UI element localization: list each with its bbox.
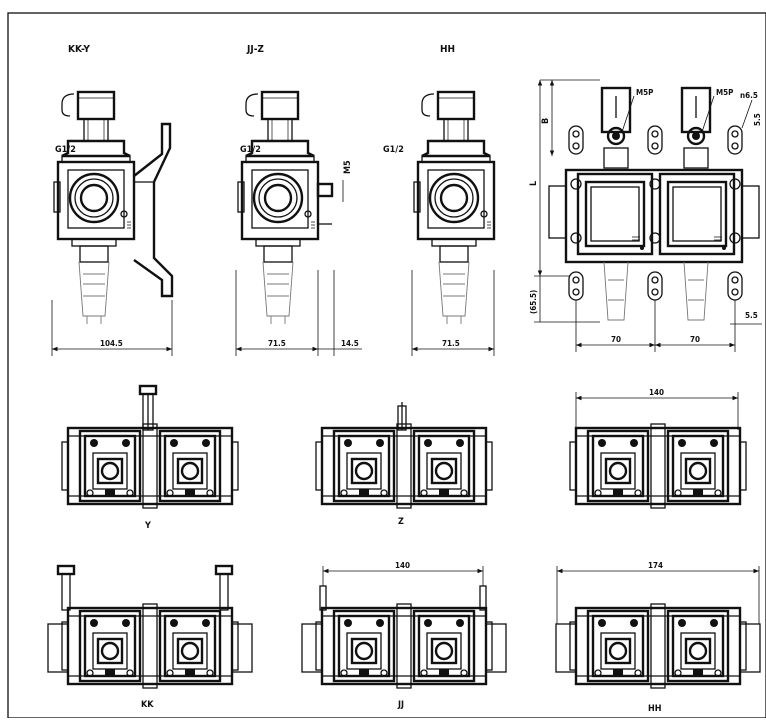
- dimension-lines-front: [534, 79, 762, 352]
- dimension-jj: [322, 566, 484, 586]
- dim-pitch-1: 70: [611, 335, 621, 344]
- dim-w-hh-bottom: 174: [648, 561, 663, 570]
- front-view-manifold: [548, 86, 760, 321]
- caption-z: Z: [398, 517, 404, 527]
- top-view-hh-mid: [570, 424, 746, 508]
- d55-top-label: 5.5: [753, 113, 762, 126]
- port-label-kky: G1/2: [55, 145, 76, 155]
- m5p-label-2: M5P: [716, 88, 733, 97]
- m5p-label-1: M5P: [636, 88, 653, 97]
- port-label-jjz: G1/2: [240, 145, 261, 155]
- dim-w-kky: 104.5: [100, 339, 123, 348]
- top-view-jj: [301, 585, 507, 688]
- side-view-hh: [412, 90, 496, 326]
- l-label: L: [529, 181, 539, 186]
- top-view-kk: [47, 564, 253, 688]
- dim-w-jjz: 71.5: [268, 339, 286, 348]
- port-label-hh: G1/2: [383, 145, 404, 155]
- caption-y: Y: [144, 521, 151, 531]
- top-view-hh-bottom: [555, 604, 761, 688]
- top-view-y: [62, 384, 238, 508]
- caption-jj: JJ: [397, 700, 404, 710]
- dim-w-jj-bottom: 140: [395, 561, 410, 570]
- dimension-lines-side: [51, 270, 495, 356]
- dim-w-offset: 14.5: [341, 339, 359, 348]
- dimension-hh-top: [575, 392, 739, 430]
- side-view-jjz: [236, 90, 334, 326]
- caption-hh: HH: [648, 704, 662, 714]
- side-view-kky: [52, 90, 174, 326]
- view-title-hh: HH: [440, 44, 455, 55]
- view-title-jjz: JJ-Z: [246, 44, 264, 55]
- dim-pitch-2: 70: [690, 335, 700, 344]
- dim-w-hh: 71.5: [442, 339, 460, 348]
- drawing-frame: [7, 12, 766, 719]
- d655-label: (65.5): [529, 290, 538, 314]
- m5-label: M5: [343, 160, 353, 174]
- view-title-kky: KK-Y: [68, 44, 90, 55]
- caption-kk: KK: [141, 700, 154, 710]
- dim-w-hh-top: 140: [649, 388, 664, 397]
- b-label: B: [541, 118, 551, 124]
- d55-right-label: 5.5: [745, 311, 758, 320]
- n65-label: n6.5: [740, 91, 758, 100]
- top-view-z: [316, 402, 492, 508]
- dimension-hh-bottom: [556, 566, 760, 624]
